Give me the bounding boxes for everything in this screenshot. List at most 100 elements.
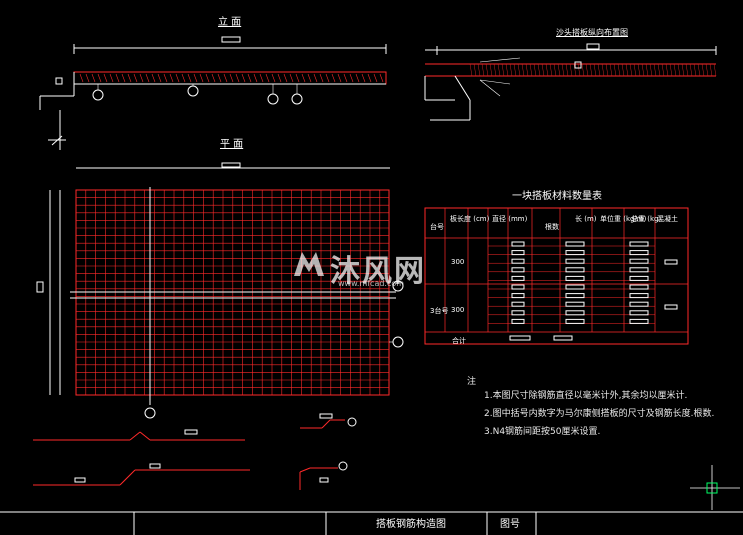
watermark-logo-icon bbox=[294, 252, 324, 276]
leader-line bbox=[479, 79, 511, 85]
table-value-box bbox=[664, 304, 678, 310]
rebar-hatch bbox=[613, 63, 617, 77]
rebar-hatch bbox=[355, 73, 360, 83]
table-value-box bbox=[565, 241, 585, 247]
rebar-hatch bbox=[259, 73, 264, 83]
rebar-shape-1 bbox=[139, 431, 151, 441]
notes-heading: 注 bbox=[467, 377, 477, 387]
rebar-hatch bbox=[625, 63, 629, 77]
cursor-pickbox bbox=[706, 482, 718, 494]
rebar-hatch bbox=[645, 63, 649, 77]
table-header-cell: 单位重 (kg/m) bbox=[600, 215, 647, 223]
rebar-hatch bbox=[529, 63, 533, 77]
rebar-hatch bbox=[505, 63, 509, 77]
rebar-hatch bbox=[199, 73, 204, 83]
rebar-dim-box bbox=[319, 477, 329, 483]
table-row-group: 3台号 bbox=[430, 307, 449, 315]
table-value-box bbox=[629, 241, 649, 247]
rebar-hatch bbox=[589, 63, 593, 77]
rebar-hatch bbox=[301, 73, 306, 83]
rebar-hatch bbox=[151, 73, 156, 83]
rebar-hatch bbox=[549, 63, 553, 77]
rebar-hatch bbox=[473, 63, 477, 77]
table-cell: 300 bbox=[451, 258, 465, 266]
rebar-hatch bbox=[121, 73, 126, 83]
rebar-hatch bbox=[283, 73, 288, 83]
table-header-cell: 板长度 (cm) bbox=[450, 215, 490, 223]
rebar-dim-box bbox=[319, 413, 333, 419]
rebar-hatch bbox=[169, 73, 174, 83]
rebar-hatch bbox=[697, 63, 701, 77]
table-footer: 合计 bbox=[452, 337, 466, 345]
rebar-hatch bbox=[705, 63, 709, 77]
rebar-hatch bbox=[585, 63, 589, 77]
rebar-hatch bbox=[289, 73, 294, 83]
table-value-box bbox=[629, 267, 649, 273]
dimension-label-box bbox=[36, 281, 44, 293]
rebar-shape-4 bbox=[299, 467, 311, 473]
rebar-hatch bbox=[193, 73, 198, 83]
table-value-box bbox=[629, 275, 649, 281]
rebar-hatch bbox=[85, 73, 90, 83]
rebar-hatch bbox=[653, 63, 657, 77]
rebar-hatch bbox=[109, 73, 114, 83]
rebar-hatch bbox=[649, 63, 653, 77]
rebar-hatch bbox=[557, 63, 561, 77]
rebar-hatch bbox=[229, 73, 234, 83]
rebar-callout-bubble bbox=[144, 407, 156, 419]
table-value-box bbox=[511, 301, 525, 307]
rebar-hatch bbox=[97, 73, 102, 83]
abutment-line bbox=[454, 75, 471, 101]
table-value-box bbox=[511, 258, 525, 264]
rebar-hatch bbox=[235, 73, 240, 83]
rebar-hatch bbox=[343, 73, 348, 83]
rebar-hatch bbox=[349, 73, 354, 83]
rebar-hatch bbox=[325, 73, 330, 83]
rebar-hatch bbox=[313, 73, 318, 83]
table-value-box bbox=[553, 335, 573, 341]
rebar-dim-box bbox=[74, 477, 86, 483]
rebar-hatch bbox=[577, 63, 581, 77]
rebar-hatch bbox=[469, 63, 473, 77]
rebar-hatch bbox=[513, 63, 517, 77]
dimension-label-box bbox=[221, 162, 241, 168]
rebar-hatch bbox=[517, 63, 521, 77]
rebar-hatch bbox=[277, 73, 282, 83]
rebar-hatch bbox=[127, 73, 132, 83]
rebar-hatch bbox=[661, 63, 665, 77]
rebar-hatch bbox=[581, 63, 585, 77]
rebar-hatch bbox=[115, 73, 120, 83]
rebar-shape-3 bbox=[321, 419, 331, 429]
table-value-box bbox=[629, 310, 649, 316]
table-value-box bbox=[629, 284, 649, 290]
rebar-hatch bbox=[617, 63, 621, 77]
leader-line bbox=[479, 57, 521, 63]
table-value-box bbox=[565, 267, 585, 273]
table-value-box bbox=[629, 250, 649, 256]
rebar-hatch bbox=[665, 63, 669, 77]
table-value-box bbox=[511, 284, 525, 290]
table-header-cell: 混凝土 bbox=[657, 215, 678, 223]
rebar-mark bbox=[574, 61, 582, 69]
rebar-hatch bbox=[175, 73, 180, 83]
table-value-box bbox=[565, 275, 585, 281]
table-value-box bbox=[511, 275, 525, 281]
rebar-hatch bbox=[379, 73, 384, 83]
table-value-box bbox=[565, 258, 585, 264]
rebar-hatch bbox=[657, 63, 661, 77]
table-value-box bbox=[629, 318, 649, 324]
watermark-text: 沐风网 bbox=[330, 254, 426, 289]
drawing-name: 搭板钢筋构造图 bbox=[376, 519, 446, 530]
table-value-box bbox=[565, 284, 585, 290]
leader-line bbox=[479, 79, 501, 97]
rebar-shape-1 bbox=[129, 431, 141, 441]
rebar-hatch bbox=[533, 63, 537, 77]
rebar-hatch bbox=[709, 63, 713, 77]
rebar-callout-bubble bbox=[267, 93, 279, 105]
rebar-hatch bbox=[565, 63, 569, 77]
rebar-hatch bbox=[271, 73, 276, 83]
rebar-hatch bbox=[545, 63, 549, 77]
rebar-hatch bbox=[133, 73, 138, 83]
rebar-hatch bbox=[295, 73, 300, 83]
